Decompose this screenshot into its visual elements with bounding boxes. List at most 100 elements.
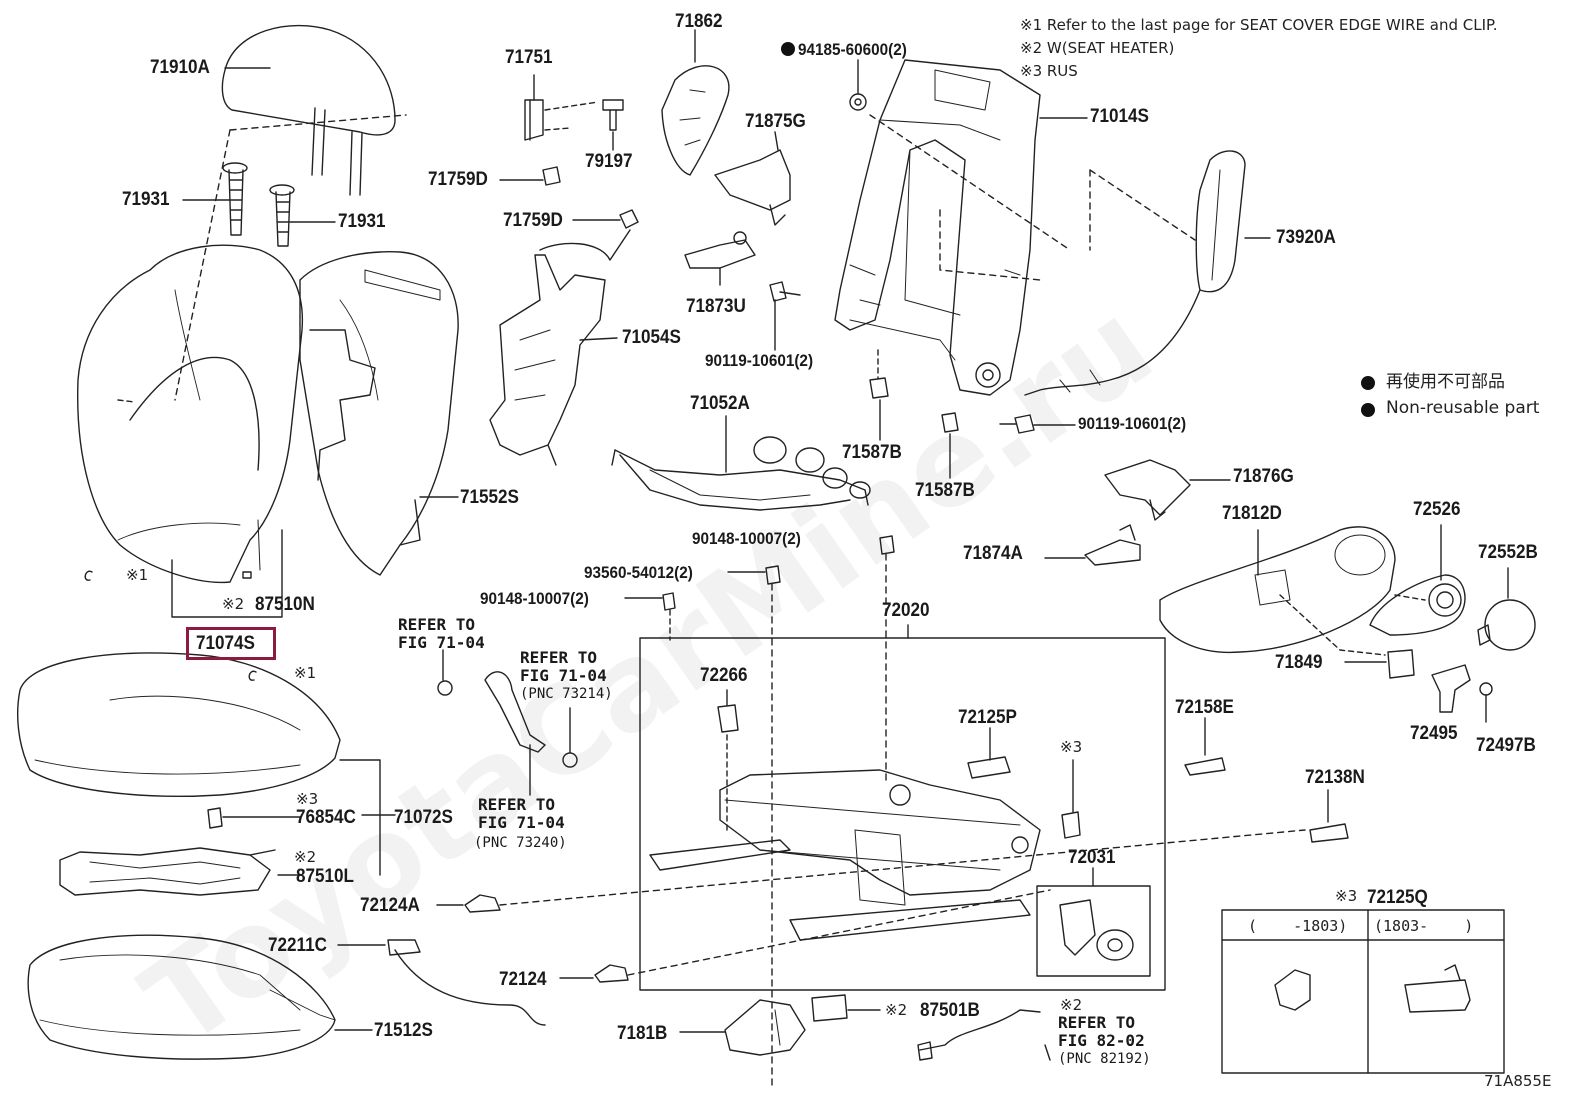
refer-to-fig-82-02[interactable]: REFER TO FIG 82-02: [1058, 1013, 1145, 1050]
switch-72125P: [967, 756, 1011, 779]
part-label[interactable]: 90119-10601(2): [1078, 414, 1187, 433]
note-mark: ※3: [1060, 738, 1083, 756]
part-label[interactable]: 71910A: [150, 57, 210, 78]
refer-to-fig-71-04-c[interactable]: REFER TO FIG 71-04: [478, 795, 565, 832]
part-label[interactable]: 72266: [700, 665, 748, 686]
part-label[interactable]: 71587B: [842, 442, 902, 463]
part-label[interactable]: 72124: [499, 969, 547, 990]
part-label[interactable]: 71931: [122, 189, 170, 210]
part-label-highlighted[interactable]: 71074S: [196, 633, 255, 654]
seat-track-box: [639, 637, 1166, 991]
part-label[interactable]: 71552S: [460, 487, 519, 508]
part-label[interactable]: 71052A: [690, 393, 750, 414]
legend-dot-1: [1361, 376, 1375, 390]
wire-spring-71052A: [611, 436, 871, 511]
side-airbag-73920A: [1024, 150, 1246, 396]
cap-72124A: [464, 894, 501, 913]
handle-ref-73240: [484, 671, 546, 753]
part-label[interactable]: 76854C: [296, 807, 356, 828]
module-87501B: [811, 994, 848, 1022]
bracket-71873U: [684, 231, 756, 269]
cover-72495: [1431, 664, 1471, 713]
part-label[interactable]: 71014S: [1090, 106, 1149, 127]
rod-72211C: [387, 939, 546, 1026]
note-mark: ※2: [1060, 996, 1083, 1014]
seatback-cover-drawing: [77, 244, 304, 584]
lumbar-bracket-71054S: [489, 229, 631, 466]
pnc-73214: (PNC 73214): [520, 686, 613, 702]
part-label[interactable]: 72031: [1068, 847, 1116, 868]
part-label[interactable]: 72497B: [1476, 735, 1536, 756]
part-label[interactable]: 71054S: [622, 327, 681, 348]
part-label[interactable]: 71072S: [394, 807, 453, 828]
note-mark: ※3: [296, 790, 319, 808]
seatback-pad-drawing: [299, 251, 459, 576]
part-label[interactable]: 90148-10007(2): [692, 529, 801, 548]
part-label[interactable]: 71587B: [915, 480, 975, 501]
part-label[interactable]: 71759D: [428, 169, 488, 190]
part-label[interactable]: 71875G: [745, 111, 806, 132]
part-label[interactable]: 87510L: [296, 866, 355, 887]
part-label[interactable]: 72138N: [1305, 767, 1365, 788]
variant-col-2: (1803- ): [1374, 917, 1474, 935]
note-mark: ※2: [885, 1001, 908, 1019]
refer-to-fig-71-04-b[interactable]: REFER TO FIG 71-04: [520, 648, 607, 685]
note-3: ※3 RUS: [1020, 62, 1078, 80]
headrest-drawing: [221, 24, 396, 196]
knob-72526: [1369, 574, 1466, 636]
part-label[interactable]: 72158E: [1175, 697, 1234, 718]
part-label[interactable]: 87510N: [255, 594, 315, 615]
part-label[interactable]: 72125P: [958, 707, 1017, 728]
part-label[interactable]: 71862: [675, 11, 723, 32]
part-label[interactable]: 72552B: [1478, 542, 1538, 563]
part-label[interactable]: 71512S: [374, 1020, 433, 1041]
part-label[interactable]: 71751: [505, 47, 553, 68]
part-label[interactable]: 72125Q: [1367, 887, 1428, 908]
part-label[interactable]: 72211C: [268, 935, 327, 956]
clip-76854C: [207, 807, 223, 829]
note-mark: ※2: [294, 848, 317, 866]
cap-72552B: [1477, 599, 1536, 651]
part-label[interactable]: 71931: [338, 211, 386, 232]
part-label[interactable]: 72020: [882, 600, 930, 621]
part-label[interactable]: 73920A: [1276, 227, 1336, 248]
cover-71862: [661, 65, 730, 176]
recliner-72031: [1059, 899, 1134, 961]
pnc-82192: (PNC 82192): [1058, 1051, 1151, 1067]
part-label[interactable]: 87501B: [920, 1000, 980, 1021]
part-label[interactable]: 71759D: [503, 210, 563, 231]
part-label[interactable]: 93560-54012(2): [584, 563, 693, 582]
part-label[interactable]: 94185-60600(2): [798, 40, 907, 59]
clip-71587B-a: [869, 377, 889, 399]
refer-to-fig-71-04-a[interactable]: REFER TO FIG 71-04: [398, 615, 485, 652]
part-label[interactable]: 71873U: [686, 296, 746, 317]
part-label[interactable]: 90148-10007(2): [480, 589, 589, 608]
part-label[interactable]: 72124A: [360, 895, 420, 916]
note-mark: ※2: [222, 595, 245, 613]
part-label[interactable]: 71849: [1275, 652, 1323, 673]
part-label[interactable]: 90119-10601(2): [705, 351, 814, 370]
bracket-71876G: [1104, 459, 1191, 521]
note-1: ※1 Refer to the last page for SEAT COVER…: [1020, 16, 1498, 34]
part-label[interactable]: 71812D: [1222, 503, 1282, 524]
guide-71931-b: [269, 184, 295, 247]
part-label[interactable]: 79197: [585, 151, 633, 172]
heater-mat-87510L: [59, 847, 276, 896]
part-label[interactable]: 72526: [1413, 499, 1461, 520]
legend-dot-2: [1361, 403, 1375, 417]
switch-variant-a: [1274, 969, 1311, 1011]
seat-track-72020: [649, 769, 1041, 941]
part-label[interactable]: 7181B: [617, 1023, 668, 1044]
part-label[interactable]: 71874A: [963, 543, 1023, 564]
bracket-7181B: [724, 999, 806, 1056]
note-mark: ※3: [1335, 887, 1358, 905]
pnc-73240: (PNC 73240): [474, 835, 567, 851]
part-label[interactable]: 71876G: [1233, 466, 1294, 487]
cap-72138N: [1309, 823, 1349, 843]
clip-71587B-b: [941, 412, 959, 433]
part-label[interactable]: 72495: [1410, 723, 1458, 744]
bracket-71751: [524, 99, 544, 141]
cushion-cover-71072S: [16, 652, 341, 797]
